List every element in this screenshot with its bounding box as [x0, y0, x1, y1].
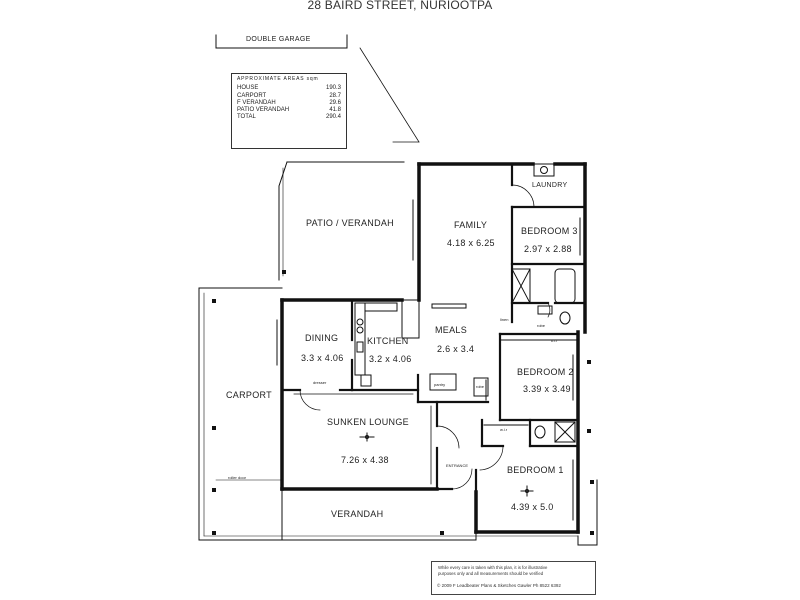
boundary-line — [359, 47, 420, 143]
dresser-label: dresser — [313, 380, 327, 385]
meals-label: MEALS — [435, 325, 468, 335]
copyright-text: © 2009 F Leadbeater Plans & Sketches Gaw… — [437, 583, 561, 588]
roller-door-label: roller door — [228, 475, 247, 480]
dining-size: 3.3 x 4.06 — [301, 353, 344, 363]
areas-heading: APPROXIMATE AREAS sqm — [237, 76, 319, 82]
pantry-label: pantry — [434, 382, 446, 387]
bedroom2-size: 3.39 x 3.49 — [523, 384, 571, 394]
garage-outline — [215, 34, 348, 49]
dining-label: DINING — [305, 333, 339, 343]
disclaimer-line: purposes only and all measurements shoul… — [438, 571, 544, 576]
carport-label: CARPORT — [226, 390, 272, 400]
kitchen-label: KITCHEN — [367, 336, 409, 346]
meals-fixtures — [401, 299, 489, 397]
lounge-steps — [293, 393, 432, 485]
lounge-label: SUNKEN LOUNGE — [327, 417, 409, 427]
kitchen-size: 3.2 x 4.06 — [369, 354, 412, 364]
lounge-size: 7.26 x 4.38 — [341, 455, 389, 465]
bedroom1-label: BEDROOM 1 — [507, 465, 564, 475]
plan-title: 28 BAIRD STREET, NURIOOTPA — [307, 0, 493, 12]
disclaimer-line: While every care is taken with this plan… — [438, 565, 548, 570]
ceiling-fans — [359, 432, 534, 497]
patio-label: PATIO / VERANDAH — [306, 218, 394, 228]
patio-outline — [278, 161, 405, 281]
bedroom3-size: 2.97 x 2.88 — [524, 244, 572, 254]
kitchen-bench — [354, 302, 398, 387]
carport-outline — [198, 287, 598, 546]
laundry-label: LAUNDRY — [532, 182, 568, 189]
bedroom1-size: 4.39 x 5.0 — [511, 502, 554, 512]
verandah-label: VERANDAH — [331, 509, 384, 519]
posts — [212, 270, 594, 535]
laundry-fixtures — [533, 163, 555, 177]
robe-label: robe — [537, 323, 546, 328]
bathroom-fixtures — [511, 268, 576, 443]
entrance-label: ENTRANCE — [446, 463, 469, 468]
family-label: FAMILY — [454, 220, 488, 230]
door-swings — [299, 184, 551, 490]
outer-walls — [280, 162, 587, 534]
disclaimer-box: While every care is taken with this plan… — [431, 561, 596, 595]
linen-label: linen — [500, 317, 509, 322]
meals-size: 2.6 x 3.4 — [437, 344, 475, 354]
garage-label: DOUBLE GARAGE — [246, 36, 311, 43]
bir-label: b.i.r — [551, 338, 558, 343]
window-marks — [276, 199, 581, 521]
bedroom2-label: BEDROOM 2 — [517, 367, 574, 377]
wir-label: w.i.r — [500, 427, 508, 432]
robe-label: robe — [476, 384, 485, 389]
interior-walls — [280, 162, 587, 494]
family-size: 4.18 x 6.25 — [447, 238, 495, 248]
robes — [483, 339, 579, 426]
bedroom3-label: BEDROOM 3 — [521, 226, 578, 236]
